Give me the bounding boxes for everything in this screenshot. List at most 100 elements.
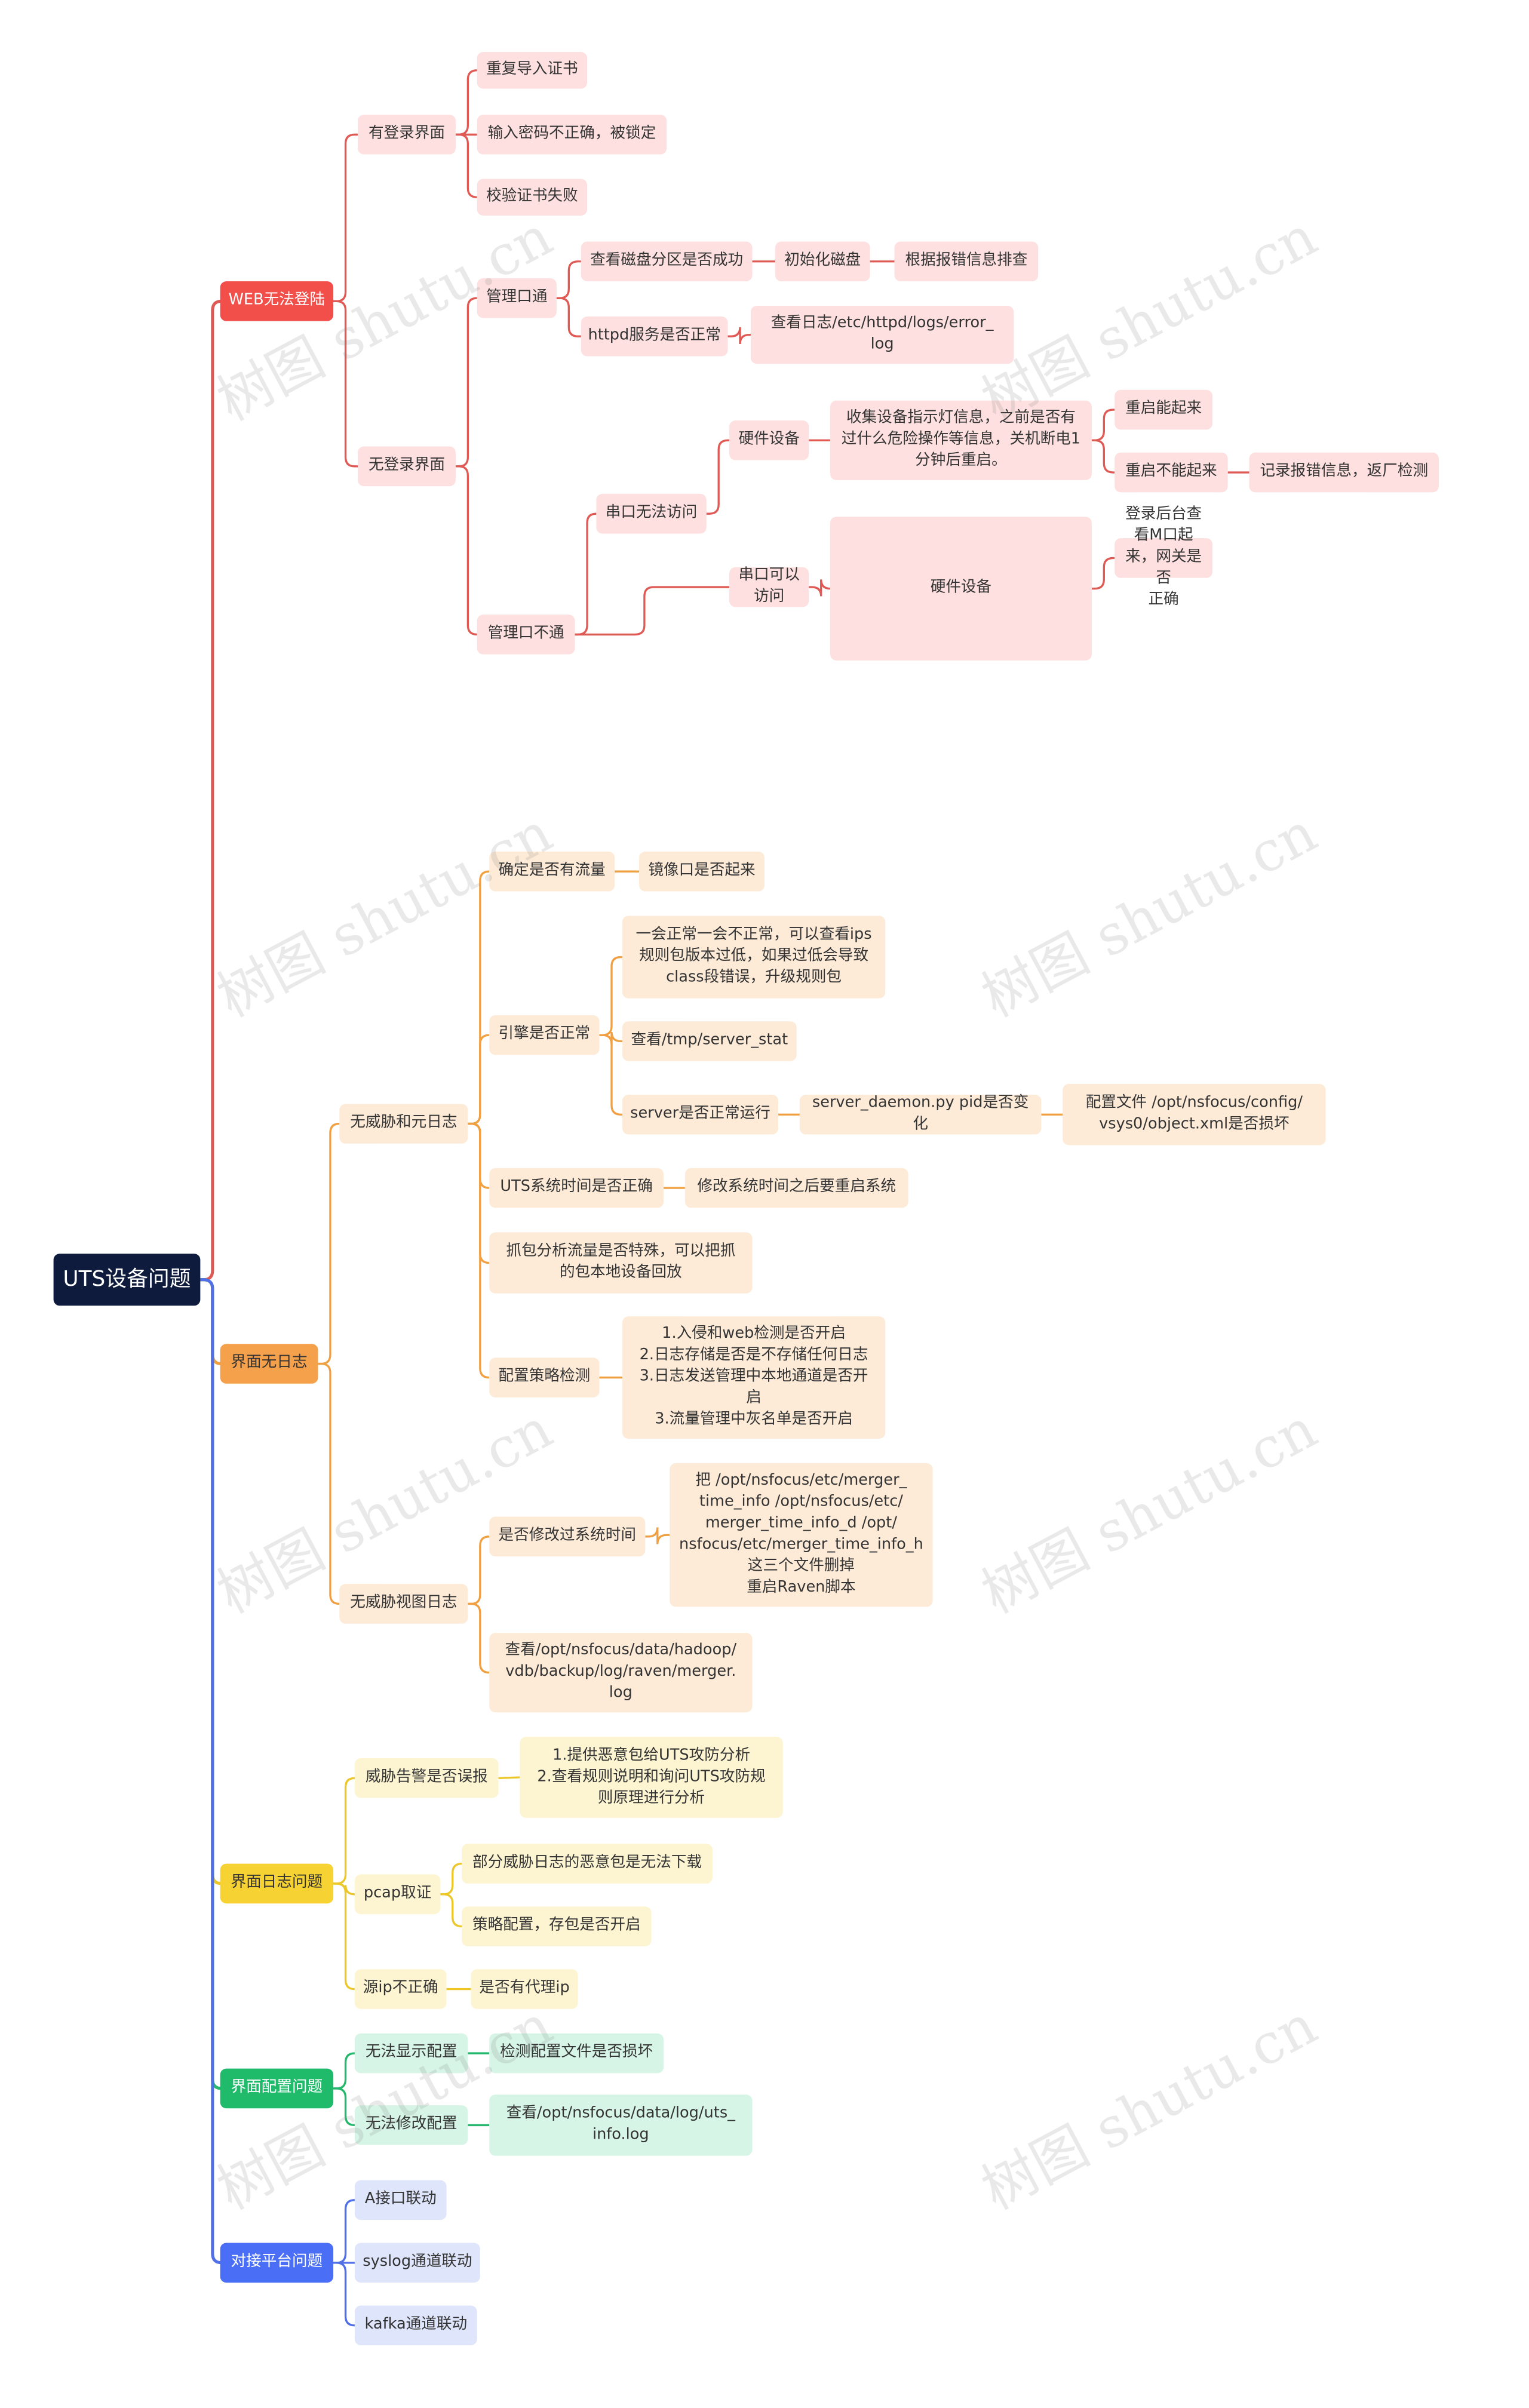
subtopic-node[interactable]: 收集设备指示灯信息，之前是否有 过什么危险操作等信息，关机断电1 分钟后重启。	[830, 400, 1092, 480]
node-label: 查看日志/etc/httpd/logs/error_ log	[770, 315, 994, 354]
branch-topic[interactable]: WEB无法登陆	[220, 281, 334, 321]
connector-line	[333, 1777, 355, 1885]
subtopic-node[interactable]: 管理口通	[477, 278, 557, 318]
node-label: 检测配置文件是否损坏	[500, 2044, 653, 2061]
node-label: 修改系统时间之后要重启系统	[697, 1178, 896, 1196]
connector-line	[498, 1776, 520, 1779]
connector-line	[599, 956, 622, 1036]
subtopic-node[interactable]: 重启不能起来	[1114, 452, 1228, 493]
leaf-node[interactable]: 1.入侵和web检测是否开启 2.日志存储是否是不存储任何日志 3.日志发送管理…	[622, 1316, 886, 1439]
subtopic-node[interactable]: 无威胁视图日志	[339, 1584, 468, 1624]
subtopic-node[interactable]: 源ip不正确	[354, 1969, 447, 2009]
connector-line	[200, 299, 222, 1282]
connector-line	[1091, 557, 1115, 590]
connector-line	[556, 297, 581, 337]
node-label: UTS系统时间是否正确	[500, 1178, 653, 1196]
node-label: 硬件设备	[738, 431, 800, 449]
subtopic-node[interactable]: 硬件设备	[830, 517, 1092, 661]
node-label: 管理口不通	[487, 625, 564, 643]
connector-line	[645, 1527, 670, 1544]
node-label: A接口联动	[364, 2191, 437, 2208]
leaf-node[interactable]: 部分威胁日志的恶意包是无法下载	[462, 1844, 713, 1884]
node-label: 威胁告警是否误报	[365, 1768, 488, 1786]
connector-line	[200, 1278, 222, 1885]
subtopic-node[interactable]: 初始化磁盘	[775, 241, 870, 282]
leaf-node[interactable]: syslog通道联动	[354, 2243, 480, 2283]
leaf-node[interactable]: kafka通道联动	[354, 2305, 477, 2346]
subtopic-node[interactable]: 查看磁盘分区是否成功	[581, 241, 753, 282]
connector-line	[468, 1535, 490, 1605]
connector-line	[455, 465, 477, 636]
node-label: 源ip不正确	[363, 1980, 438, 1997]
leaf-node[interactable]: 输入密码不正确，被锁定	[477, 115, 667, 155]
subtopic-node[interactable]: 无登录界面	[358, 446, 456, 487]
branch-topic[interactable]: 界面配置问题	[220, 2068, 334, 2109]
leaf-node[interactable]: 查看/opt/nsfocus/data/hadoop/ vdb/backup/l…	[489, 1633, 753, 1713]
subtopic-node[interactable]: 确定是否有流量	[489, 851, 615, 892]
subtopic-node[interactable]: 登录后台查看M口起来，网关是否 正确	[1114, 506, 1213, 609]
subtopic-node[interactable]: httpd服务是否正常	[581, 316, 728, 357]
node-label: 硬件设备	[930, 579, 992, 597]
leaf-node[interactable]: A接口联动	[354, 2180, 447, 2220]
subtopic-node[interactable]: server_daemon.py pid是否变化	[799, 1094, 1042, 1135]
connector-line	[333, 2262, 355, 2327]
subtopic-node[interactable]: 无威胁和元日志	[339, 1104, 468, 1144]
leaf-node[interactable]: 一会正常一会不正常，可以查看ips 规则包版本过低，如果过低会导致 class段…	[622, 916, 886, 999]
node-label: 无法修改配置	[365, 2116, 458, 2133]
node-label: syslog通道联动	[363, 2253, 472, 2271]
subtopic-node[interactable]: pcap取证	[354, 1874, 441, 1915]
leaf-node[interactable]: 校验证书失败	[477, 179, 588, 216]
node-label: 登录后台查看M口起来，网关是否 正确	[1125, 506, 1202, 609]
leaf-node[interactable]: 修改系统时间之后要重启系统	[684, 1168, 908, 1208]
node-label: 策略配置，存包是否开启	[472, 1917, 641, 1934]
leaf-node[interactable]: 配置文件 /opt/nsfocus/config/ vsys0/object.x…	[1063, 1084, 1326, 1145]
node-label: 界面无日志	[231, 1354, 308, 1372]
subtopic-node[interactable]: 无法显示配置	[354, 2033, 468, 2074]
node-label: 镜像口是否起来	[648, 862, 756, 879]
branch-topic[interactable]: 对接平台问题	[220, 2243, 334, 2283]
subtopic-node[interactable]: 引擎是否正常	[489, 1015, 600, 1055]
subtopic-node[interactable]: 配置策略检测	[489, 1357, 600, 1398]
connector-line	[468, 1602, 490, 1674]
subtopic-node[interactable]: server是否正常运行	[622, 1094, 779, 1135]
node-label: 串口可以访问	[738, 567, 800, 606]
node-label: 把 /opt/nsfocus/etc/merger_ time_info /op…	[679, 1472, 923, 1596]
leaf-node[interactable]: 检测配置文件是否损坏	[489, 2033, 664, 2074]
subtopic-node[interactable]: 串口可以访问	[729, 567, 809, 607]
leaf-node[interactable]: 根据报错信息排查	[894, 241, 1039, 282]
subtopic-node[interactable]: UTS系统时间是否正确	[489, 1168, 664, 1208]
node-label: 重启能起来	[1125, 400, 1202, 417]
leaf-node[interactable]: 查看/opt/nsfocus/data/log/uts_ info.log	[489, 2094, 753, 2156]
branch-topic[interactable]: 界面日志问题	[220, 1863, 334, 1904]
leaf-node[interactable]: 记录报错信息，返厂检测	[1249, 452, 1439, 493]
node-label: 串口无法访问	[605, 504, 698, 521]
root-topic[interactable]: UTS设备问题	[53, 1254, 201, 1306]
node-label: 查看/tmp/server_stat	[631, 1032, 788, 1049]
node-label: server是否正常运行	[630, 1105, 770, 1123]
connector-line	[706, 439, 730, 515]
subtopic-node[interactable]: 串口无法访问	[596, 493, 707, 534]
subtopic-node[interactable]: 无法修改配置	[354, 2105, 468, 2145]
leaf-node[interactable]: 重复导入证书	[477, 52, 588, 89]
leaf-node[interactable]: 抓包分析流量是否特殊，可以把抓 的包本地设备回放	[489, 1232, 753, 1294]
leaf-node[interactable]: 是否有代理ip	[471, 1969, 578, 2009]
subtopic-node[interactable]: 管理口不通	[477, 615, 575, 655]
node-label: 记录报错信息，返厂检测	[1260, 463, 1429, 480]
leaf-node[interactable]: 策略配置，存包是否开启	[462, 1906, 652, 1946]
leaf-node[interactable]: 镜像口是否起来	[639, 851, 764, 892]
subtopic-node[interactable]: 是否修改过系统时间	[489, 1516, 646, 1557]
leaf-node[interactable]: 重启能起来	[1114, 389, 1213, 430]
leaf-node[interactable]: 1.提供恶意包给UTS攻防分析 2.查看规则说明和询问UTS攻防规 则原理进行分…	[520, 1737, 783, 1818]
connector-line	[318, 1122, 340, 1365]
node-label: 校验证书失败	[486, 188, 578, 205]
node-label: 1.入侵和web检测是否开启 2.日志存储是否是不存储任何日志 3.日志发送管理…	[639, 1325, 868, 1429]
leaf-node[interactable]: 查看/tmp/server_stat	[622, 1021, 797, 1061]
branch-topic[interactable]: 界面无日志	[220, 1344, 318, 1384]
subtopic-node[interactable]: 有登录界面	[358, 115, 456, 155]
subtopic-node[interactable]: 威胁告警是否误报	[354, 1758, 499, 1798]
subtopic-node[interactable]: 硬件设备	[729, 420, 809, 460]
leaf-node[interactable]: 查看日志/etc/httpd/logs/error_ log	[750, 306, 1014, 364]
leaf-node[interactable]: 把 /opt/nsfocus/etc/merger_ time_info /op…	[670, 1463, 933, 1607]
